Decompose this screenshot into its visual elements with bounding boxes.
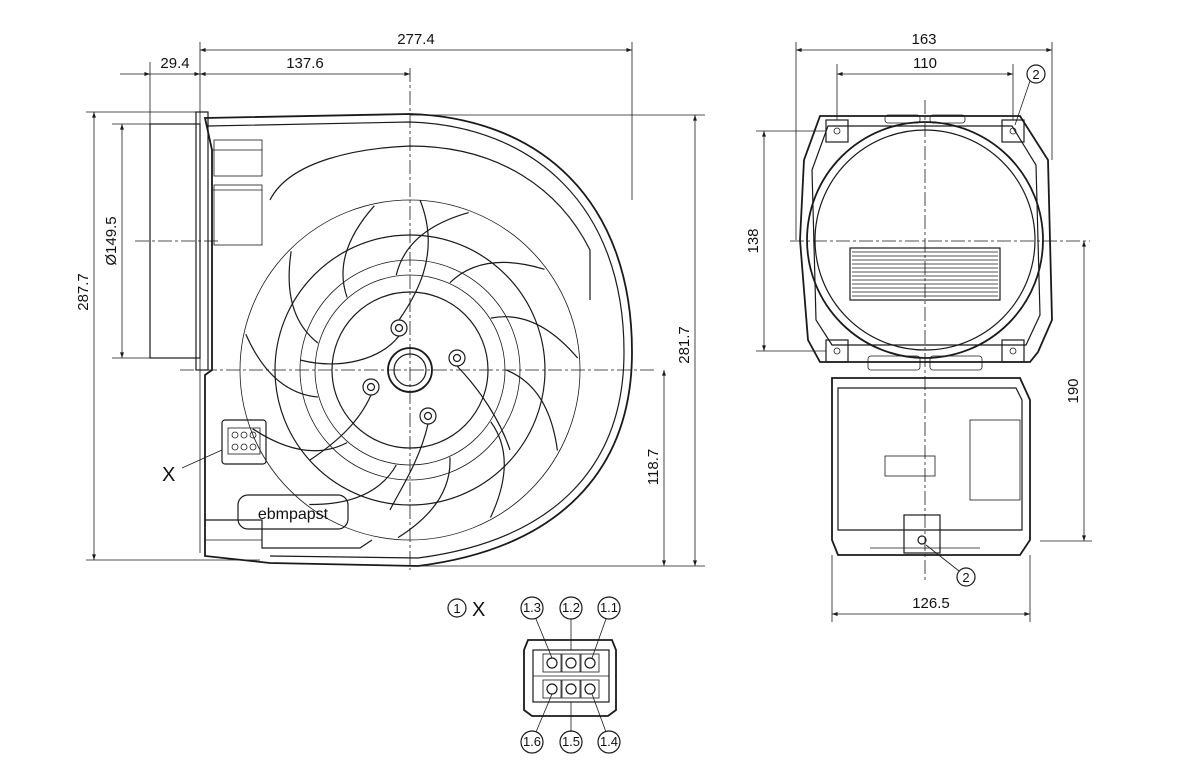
dim-overall-width: 277.4 [397, 31, 435, 48]
dim-base-width: 126.5 [912, 595, 950, 612]
dim-outlet-height: 118.7 [645, 449, 662, 485]
side-view: 163 110 138 190 126.5 2 2 [745, 31, 1092, 622]
svg-text:2: 2 [962, 570, 969, 585]
pin-label-1-2: 1.2 [562, 600, 580, 615]
front-view: X ebmpapst 277.4 29.4 137.6 Ø149.5 287. [75, 31, 705, 570]
dim-inlet-diameter: Ø149.5 [103, 216, 120, 265]
logo-plate: ebmpapst [237, 494, 349, 530]
dim-mount-height: 190 [1065, 378, 1082, 403]
impeller-blade [489, 421, 505, 518]
impeller-blade [245, 334, 318, 398]
side-housing [799, 114, 1053, 556]
svg-text:2: 2 [1032, 67, 1039, 82]
callout-bottom: 2 [925, 544, 976, 587]
impeller-blade [395, 212, 469, 276]
pin-label-1-4: 1.4 [600, 734, 618, 749]
impeller-blade [449, 261, 545, 284]
housing-connector [221, 419, 267, 465]
dim-overall-height: 287.7 [75, 273, 92, 311]
hub-screws [362, 319, 466, 425]
pin-label-1-6: 1.6 [523, 734, 541, 749]
impeller-blade [397, 457, 451, 539]
brand-logo: ebmpapst [258, 506, 329, 523]
impeller-blade [342, 205, 375, 298]
dim-shaft-offset: 137.6 [286, 55, 324, 72]
connector-leader [181, 449, 223, 469]
pin-label-1-1: 1.1 [600, 600, 618, 615]
connector-detail: 1 X 1.3 1.2 1.1 1.6 1.5 [447, 596, 621, 754]
dim-height-right: 281.7 [676, 326, 693, 364]
detail-callout-circle [447, 598, 467, 618]
pin-label-1-5: 1.5 [562, 734, 580, 749]
callout-top: 2 [1014, 64, 1046, 126]
connector-label: X [162, 464, 175, 486]
dim-bracket-height: 138 [745, 228, 762, 253]
dim-inlet-offset: 29.4 [160, 55, 189, 72]
dim-bracket-spacing: 110 [913, 55, 937, 72]
impeller-blade [490, 316, 579, 359]
dim-side-width: 163 [911, 31, 936, 48]
impeller-blades [245, 205, 579, 539]
impeller-blade [505, 369, 558, 451]
detail-label: X [472, 599, 485, 621]
impeller-blade [288, 251, 319, 344]
impeller-blade [309, 464, 397, 506]
pin-label-1-3: 1.3 [523, 600, 541, 615]
connector-pins [542, 653, 600, 699]
detail-callout: 1 [453, 601, 460, 616]
impeller-blade [252, 428, 348, 452]
